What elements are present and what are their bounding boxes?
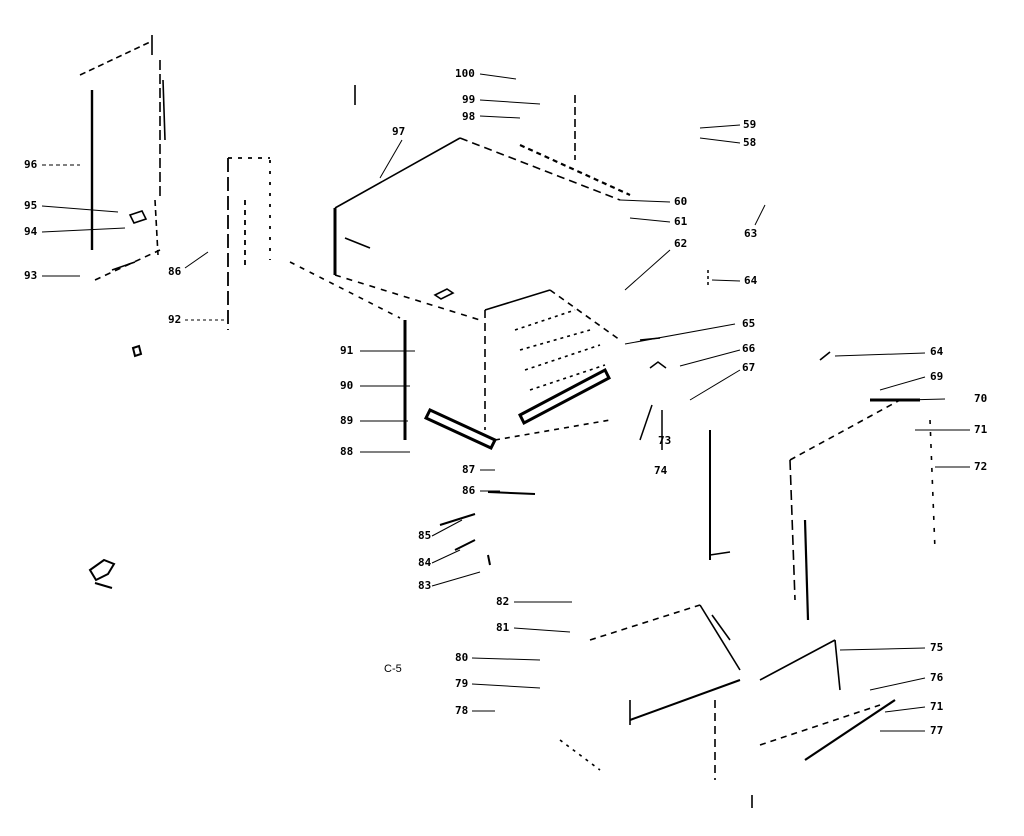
callout-59: 59 [743, 118, 757, 131]
callout-71-lower: 71 [930, 700, 944, 713]
callout-74: 74 [654, 464, 668, 477]
callout-86-left: 86 [168, 265, 182, 278]
broiler-drawer [559, 604, 741, 771]
callout-71-upper: 71 [974, 423, 988, 436]
callout-75: 75 [930, 641, 944, 654]
callout-58: 58 [743, 136, 757, 149]
kick-panel [714, 639, 896, 808]
callout-87: 87 [462, 463, 476, 476]
oven-cavity [403, 289, 621, 495]
vertical-strip [227, 157, 271, 330]
element-bracket [639, 270, 731, 560]
top-panel [289, 85, 631, 321]
callout-84: 84 [418, 556, 432, 569]
leader-lines [41, 73, 970, 732]
callout-67: 67 [742, 361, 756, 374]
callout-81: 81 [496, 621, 510, 634]
callout-69: 69 [930, 370, 944, 383]
small-parts [88, 344, 491, 589]
callout-80: 80 [455, 651, 469, 664]
callout-82: 82 [496, 595, 510, 608]
callout-99: 99 [462, 93, 476, 106]
callout-85: 85 [418, 529, 432, 542]
callout-96: 96 [24, 158, 38, 171]
callout-78: 78 [455, 704, 469, 717]
callout-97: 97 [392, 125, 406, 138]
callout-62: 62 [674, 237, 688, 250]
callout-98: 98 [462, 110, 476, 123]
callout-63: 63 [744, 227, 758, 240]
callout-95: 95 [24, 199, 38, 212]
callout-66: 66 [742, 342, 756, 355]
callout-91: 91 [340, 344, 354, 357]
callout-79: 79 [455, 677, 469, 690]
callout-86-center: 86 [462, 484, 476, 497]
callout-61: 61 [674, 215, 688, 228]
callout-72: 72 [974, 460, 988, 473]
figure-reference: C-5 [384, 663, 402, 675]
callout-92: 92 [168, 313, 182, 326]
callout-60: 60 [674, 195, 688, 208]
callout-76: 76 [930, 671, 944, 684]
callout-89: 89 [340, 414, 354, 427]
callout-100: 100 [455, 67, 475, 80]
callout-77: 77 [930, 724, 944, 737]
callout-64-upper: 64 [744, 274, 758, 287]
oven-door [789, 351, 936, 621]
left-side-panel [79, 35, 166, 281]
callout-83: 83 [418, 579, 432, 592]
callout-88: 88 [340, 445, 354, 458]
callout-94: 94 [24, 225, 38, 238]
callout-90: 90 [340, 379, 354, 392]
callout-73: 73 [658, 434, 672, 447]
callout-93: 93 [24, 269, 38, 282]
callout-64-right: 64 [930, 345, 944, 358]
callout-70: 70 [974, 392, 988, 405]
callout-65: 65 [742, 317, 756, 330]
